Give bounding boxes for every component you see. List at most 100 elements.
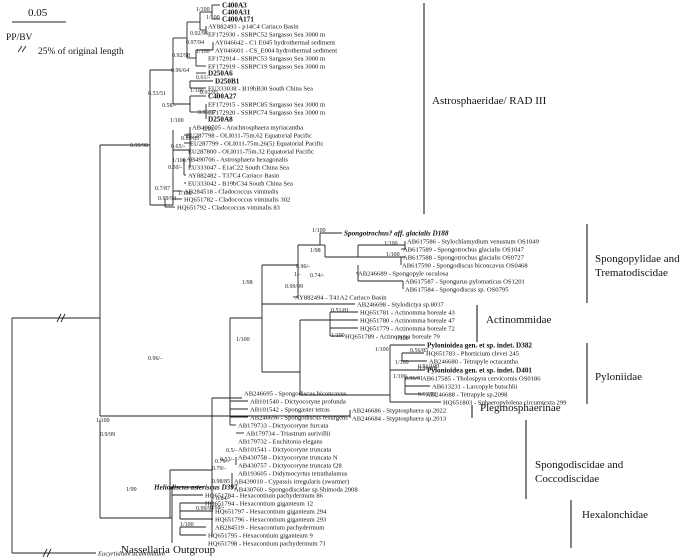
taxon-label: Pylonioidea gen. et sp. indet. D401 [427, 367, 532, 375]
taxon-label: HQ651789 - Actinomma boreale 79 [345, 334, 441, 341]
taxon-label: EU333038 - B19bB30 South China Sea [208, 86, 313, 93]
support-value: 0.99/98 [130, 143, 148, 149]
support-value: 1/100 [178, 191, 192, 197]
support-value: 0.65/- [171, 144, 185, 150]
taxon-label: AB179734 - Triastrum aurivillii [246, 431, 331, 438]
support-value: 0.79/- [212, 466, 226, 472]
taxon-label: Eucyrtidium acuminatum [97, 551, 165, 558]
taxon-label: HQ651796 - Hexacontium giganteum 293 [215, 517, 327, 524]
group-label: Pyloniidae [595, 371, 642, 383]
support-value: 1/100 [386, 252, 400, 258]
taxon-label: AB246696 - Spongodiscus resurgens [250, 415, 348, 422]
taxon-label: HQ651779 - Actinomma boreale 72 [360, 326, 455, 333]
taxon-label: AB246688 - Tetrapyle sp.2098 [426, 392, 508, 399]
taxon-label: EF172915 - SSRPC85 Sargasso Sea 3000 m [208, 102, 326, 109]
group-label: Actinommidae [486, 314, 551, 326]
support-value: 1/100 [170, 118, 184, 124]
taxon-label: HQ651792 - Cladococcus viminalis 83 [177, 205, 281, 212]
support-value: 1/100 [395, 336, 409, 342]
taxon-label: D250A6 [208, 70, 233, 78]
support-value: 0.99/97 [198, 110, 216, 116]
group-bars [423, 3, 588, 548]
support-value: 1/100 [236, 337, 250, 343]
taxon-label: C400A27 [208, 93, 237, 101]
taxon-label: C400A3 [222, 2, 247, 10]
support-value: 0.99/99 [285, 284, 303, 290]
taxon-label: AB179733 - Dictyocoryne furcata [238, 423, 328, 430]
branch-break-note: 25% of original length [38, 47, 124, 57]
support-value: 1/100 [206, 15, 220, 21]
taxon-label: HQ651797 - Hexacontium giganteum 294 [215, 509, 327, 516]
taxon-label: EU333042 - B19bC34 South China Sea [188, 181, 293, 188]
support-value: 1/100 [395, 360, 409, 366]
taxon-label: AB246689 - Spongopyle osculosa [358, 271, 448, 278]
support-value: 0.92/98 [172, 53, 190, 59]
support-value: 0.79/- [215, 459, 229, 465]
taxon-label: AB101541 - Dictyocoryne truncata [238, 447, 331, 454]
support-value: 1/100 [96, 418, 110, 424]
taxon-label: AY882493 - p14C4 Cariaco Basin [208, 24, 299, 31]
break-mark [42, 548, 48, 558]
taxon-label: AB179732 - Euchitonia elegans [238, 439, 323, 446]
scale-value: 0.05 [28, 7, 48, 19]
taxon-label: AY882494 - T41A2 Cariaco Basin [295, 295, 387, 302]
taxon-label: AB430760 - Spongodiscidae sp.Shimoda 200… [234, 487, 358, 494]
taxon-label: AB613231 - Larcopyle butschlii [432, 384, 518, 391]
taxon-label: HQ651798 - Hexacontium pachydermum 71 [208, 541, 326, 548]
taxon-label: EF172914 - SSRPC53 Sargasso Sea 3000 m [208, 56, 326, 63]
taxon-label: AB430758 - Dictyocoryne truncata N [238, 455, 338, 462]
taxon-label: Spongotrochus? aff. glacialis D188 [344, 230, 449, 238]
support-value: 0.61/- [196, 75, 210, 81]
support-value: 1/100 [172, 158, 186, 164]
support-value: 0.92/96 [190, 31, 208, 37]
taxon-label: HQ651803 - Sphaeropylolena circumtexta 2… [443, 400, 567, 407]
taxon-label: EU287800 - OLI011-75m.32 Equatorial Paci… [188, 149, 314, 156]
taxon-label: AB101540 - Dictyocoryne profunda [250, 399, 346, 406]
support-value: 1/99 [126, 487, 137, 493]
break-mark [60, 313, 66, 323]
support-value: 0.51/81 [331, 308, 349, 314]
support-value: 0.96/91 [418, 366, 436, 372]
taxon-label: AB246680 - Tetrapyle octacantha [429, 359, 518, 366]
support-value: 1/100 [196, 7, 210, 13]
taxon-label: HQ651780 - Actinomma boreale 47 [360, 318, 456, 325]
support-value: 0.91/100 [418, 364, 439, 370]
taxon-label: Heliodiscus asteriscus D397 [153, 484, 238, 492]
support-value: 0.84/- [216, 496, 230, 502]
taxon-label: AB439010 - Cypassis irregularis (swarmer… [234, 479, 349, 486]
break-legend-mark [17, 45, 23, 53]
taxon-label: Pylonioidea gen. et sp. indet. D382 [427, 342, 532, 350]
taxon-label: C400A31 [222, 9, 251, 17]
taxon-label: EU287799 - OLI011-75m.26(5) Equatorial P… [190, 141, 324, 148]
taxon-label: EF172920 - SSRPC74 Sargasso Sea 3000 m [208, 110, 326, 117]
support-value: 0.69/85 [181, 136, 199, 142]
taxon-label: HQ651795 - Hexacontium giganteum 9 [208, 533, 313, 540]
taxon-label: HQ651784 - Hexacontium pachydermum 86 [205, 493, 324, 500]
support-labels: 1/100 1/100 0.92/96 0.97/94 1/100 0.92/98 0.96… [96, 7, 439, 528]
support-value: 0.53/51 [148, 91, 166, 97]
taxon-label: AB617586 - Stylochlamydium venustum OS10… [407, 239, 540, 246]
support-value: 0.99/94 [158, 196, 176, 202]
taxon-label: AB430757 - Dictyocoryne truncata f28 [238, 463, 342, 470]
support-value: 0.9/99 [100, 432, 115, 438]
group-label: Spongopylidae and [595, 253, 680, 265]
support-value: 1/100 [393, 374, 407, 380]
taxon-label: AB617589 - Spongotrochus glacialis OS104… [403, 247, 525, 254]
taxon-label: AY882482 - T37C4 Cariaco Basin [188, 173, 280, 180]
scale-method: PP/BV [6, 33, 33, 43]
support-value: 0.56/85 [410, 348, 428, 354]
taxon-label: AB246686 - Styptosphaera sp.2022 [352, 408, 446, 415]
support-value: 0.97/94 [186, 40, 204, 46]
taxon-label: AB246684 - Styptosphaera sp.2013 [352, 416, 447, 423]
taxon-label: HQ651782 - Cladococcus viminalis 302 [184, 197, 290, 204]
support-value: 0.74/- [310, 273, 324, 279]
support-value: 1/98 [242, 280, 253, 286]
break-legend-mark [21, 45, 27, 53]
taxon-label: AB284519 - Hexacontium pachydermum [215, 525, 325, 532]
support-value: 0.96/64 [171, 68, 189, 74]
support-value: 1/- [294, 272, 301, 278]
taxon-label: EU287798 - OLI011-75m.62 Equatorial Paci… [186, 133, 312, 140]
taxon-label: AB617590 - Spongodiscus biconcavus OS046… [402, 263, 528, 270]
